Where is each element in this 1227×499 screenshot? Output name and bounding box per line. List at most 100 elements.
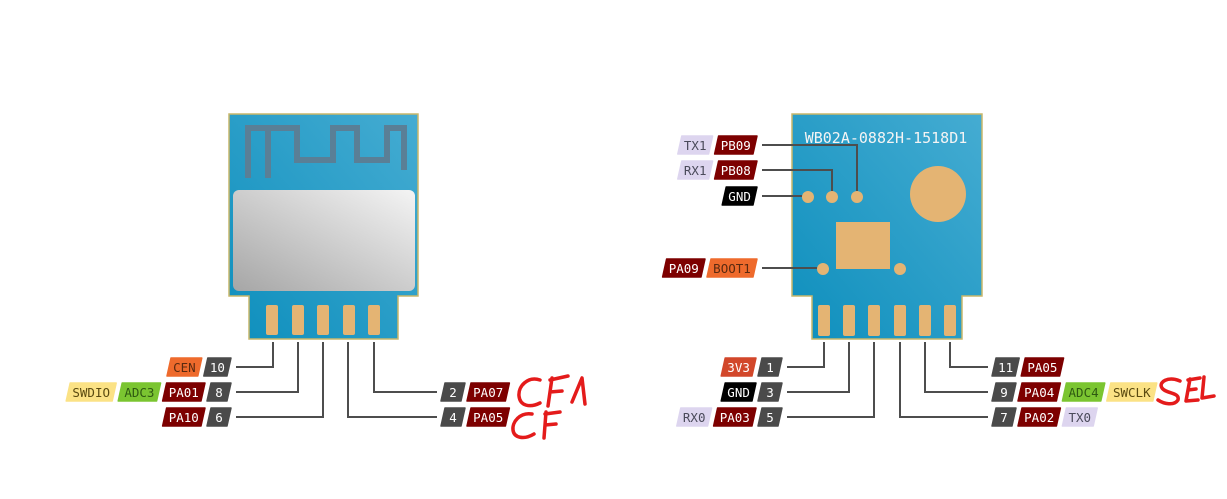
pad [843, 305, 855, 336]
pad [944, 305, 956, 336]
label-text: 7 [1000, 410, 1008, 425]
label-text: 9 [1000, 385, 1008, 400]
annotations [511, 374, 1216, 440]
pin-label-gpio: PA05 [1020, 357, 1065, 377]
pin-label-gnd: GND [720, 382, 757, 402]
pin-label-pin-number: 11 [991, 357, 1020, 377]
pad [919, 305, 931, 336]
label-text: 1 [766, 360, 774, 375]
wire [236, 342, 324, 418]
label-background [117, 382, 162, 402]
label-background [440, 407, 466, 427]
pin-label-pin-number: 5 [757, 407, 783, 427]
pin-label-pin-number: 2 [440, 382, 466, 402]
label-text: RX0 [683, 410, 706, 425]
label-background [166, 357, 203, 377]
pin-label-gpio: PA09 [661, 258, 706, 278]
wire [373, 342, 437, 393]
label-text: PA05 [473, 410, 503, 425]
label-text: PA05 [1027, 360, 1057, 375]
label-background [991, 407, 1017, 427]
label-text: 8 [215, 385, 223, 400]
label-background [466, 382, 511, 402]
pad [343, 305, 355, 335]
pin-label-power: 3V3 [720, 357, 757, 377]
pad-pb09 [851, 191, 863, 203]
label-background [713, 160, 758, 180]
label-background [1061, 382, 1106, 402]
label-background [206, 382, 232, 402]
pin-label-pin-number: 10 [203, 357, 232, 377]
wire [347, 342, 437, 418]
label-text: 6 [215, 410, 223, 425]
wire [924, 342, 988, 393]
pin-label-gpio: PA01 [161, 382, 206, 402]
label-text: PA10 [169, 410, 199, 425]
label-background [677, 160, 714, 180]
label-background [466, 407, 511, 427]
label-background [65, 382, 117, 402]
pin-label-gnd: GND [721, 186, 758, 206]
pad [818, 305, 830, 336]
pad-unlabeled [894, 263, 906, 275]
pin-label-control: BOOT1 [706, 258, 758, 278]
left-module-wires [236, 342, 437, 418]
pin-label-gpio: PB09 [713, 135, 758, 155]
label-background [991, 357, 1020, 377]
pin-label-pin-number: 8 [206, 382, 232, 402]
pin-label-pin-number: 3 [757, 382, 783, 402]
module-part-number: WB02A-0882H-1518D1 [805, 129, 968, 147]
label-background [440, 382, 466, 402]
label-text: PA01 [169, 385, 199, 400]
label-text: GND [727, 385, 750, 400]
label-background [757, 382, 783, 402]
label-background [721, 186, 758, 206]
label-background [161, 407, 206, 427]
pad [266, 305, 278, 335]
pin-label-serial: RX1 [677, 160, 714, 180]
pin-label-pin-number: 6 [206, 407, 232, 427]
label-background [706, 258, 758, 278]
label-text: SWDIO [72, 385, 110, 400]
pin-label-serial: RX0 [676, 407, 713, 427]
rf-shield-can [233, 190, 415, 291]
ground-pad-round [910, 166, 966, 222]
pin-label-debug: SWCLK [1106, 382, 1158, 402]
wire [236, 342, 274, 368]
label-text: PA09 [669, 261, 699, 276]
annotation-sel [1156, 375, 1216, 406]
wire [787, 342, 825, 368]
label-background [1020, 357, 1065, 377]
right-module-pads [818, 305, 956, 336]
pad [894, 305, 906, 336]
label-background [1061, 407, 1098, 427]
pin-label-control: CEN [166, 357, 203, 377]
pad-pb08 [826, 191, 838, 203]
label-background [1017, 382, 1062, 402]
pin-label-gpio: PA03 [712, 407, 757, 427]
label-text: PA03 [720, 410, 750, 425]
wire [899, 342, 988, 418]
label-background [1106, 382, 1158, 402]
label-text: 11 [998, 360, 1013, 375]
wire [762, 144, 858, 191]
label-text: TX1 [684, 138, 707, 153]
label-text: RX1 [684, 163, 707, 178]
label-text: CEN [173, 360, 196, 375]
pad [368, 305, 380, 335]
pin-label-pin-number: 4 [440, 407, 466, 427]
label-text: SWCLK [1113, 385, 1151, 400]
pin-label-debug: SWDIO [65, 382, 117, 402]
label-background [661, 258, 706, 278]
wire [236, 342, 299, 393]
pin-label-pin-number: 1 [757, 357, 783, 377]
right-module-wires [762, 144, 988, 418]
pin-label-gpio: PA05 [466, 407, 511, 427]
label-background [720, 382, 757, 402]
left-module-pads [266, 305, 380, 335]
label-background [720, 357, 757, 377]
label-text: PA07 [473, 385, 503, 400]
label-text: PA04 [1024, 385, 1054, 400]
